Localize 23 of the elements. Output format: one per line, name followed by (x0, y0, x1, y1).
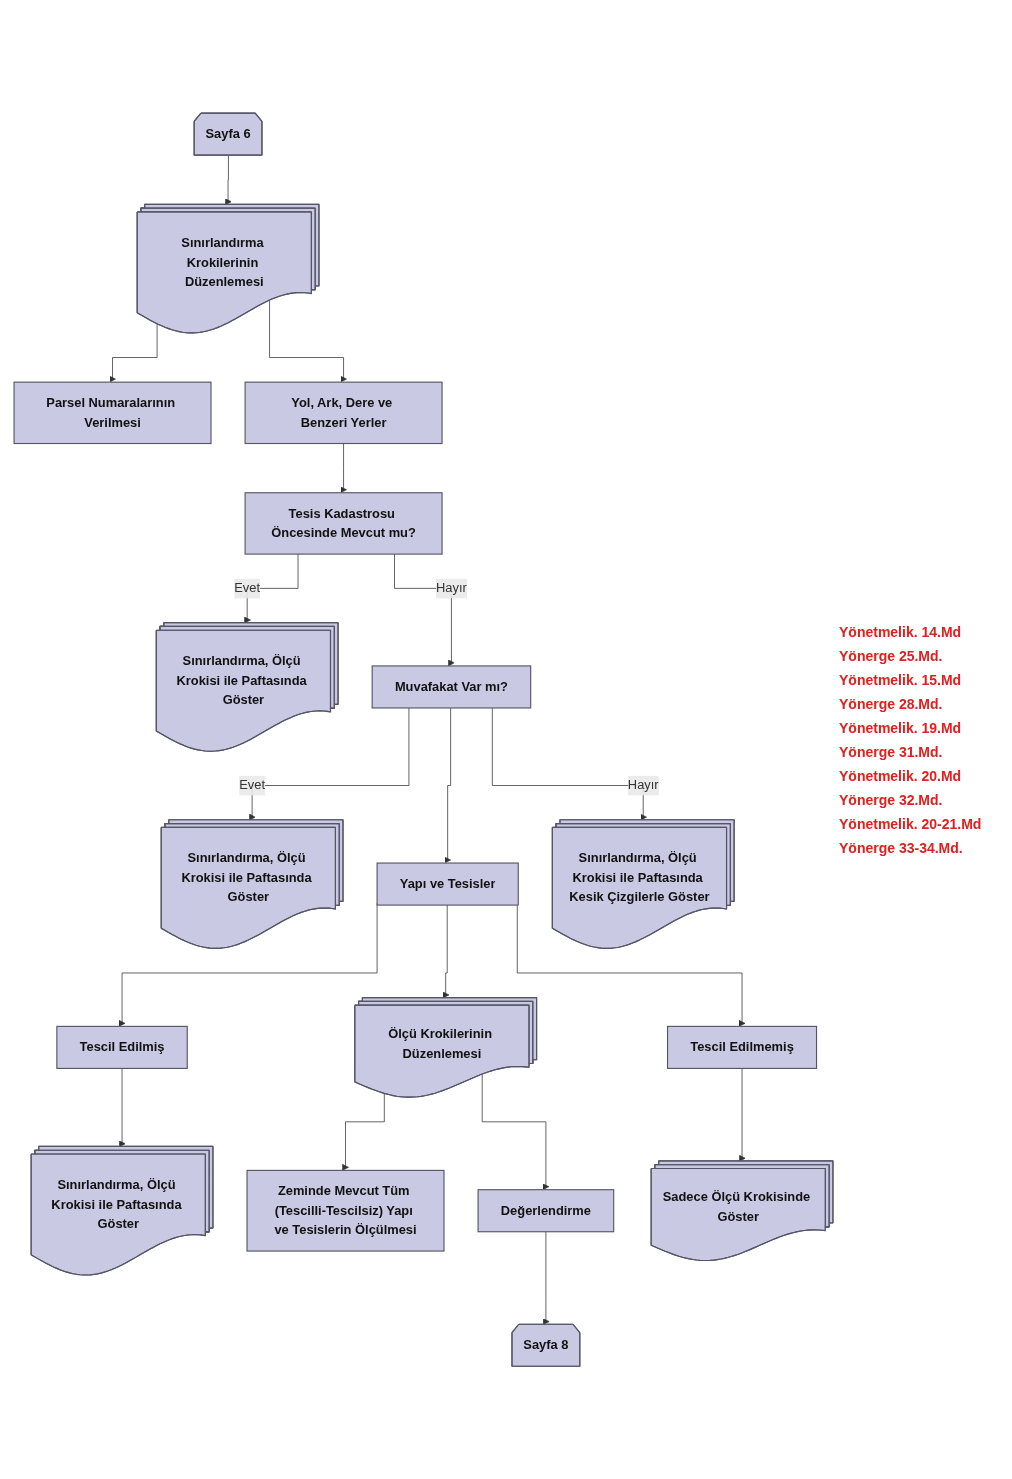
edge-label: Hayır (436, 580, 467, 596)
node-box: Tescil Edilmiş (56, 1025, 188, 1069)
regulation-note: Yönetmelik. 19.Md (839, 719, 963, 736)
regulation-note: Yönerge 33-34.Md. (839, 839, 964, 856)
node-box: Yapı ve Tesisler (376, 862, 519, 906)
node-box: Yol, Ark, Dere ve Benzeri Yerler (244, 381, 443, 444)
regulation-note: Yönerge 25.Md. (839, 647, 944, 664)
node-box: Parsel Numaralarının Verilmesi (13, 381, 212, 444)
node-box: Değerlendirme (477, 1188, 615, 1233)
edge-label: Hayır (627, 777, 659, 793)
edge-label: Evet (239, 777, 265, 793)
regulation-note: Yönerge 28.Md. (839, 695, 944, 712)
node-box: Zeminde Mevcut Tüm (Tescilli-Tescilsiz) Yapı ve Tesislerin Ölçülmesi (246, 1169, 445, 1252)
node-box: Tesis Kadastrosu Öncesinde Mevcut mu? (244, 492, 443, 555)
regulation-note: Yönetmelik. 14.Md (839, 623, 963, 640)
regulation-note: Yönerge 31.Md. (839, 743, 944, 760)
regulation-note: Yönetmelik. 15.Md (839, 671, 963, 688)
edge-label: Evet (234, 580, 261, 596)
node-box: Muvafakat Var mı? (371, 665, 532, 709)
node-box: Tescil Edilmemiş (666, 1025, 818, 1069)
regulation-note: Yönetmelik. 20.Md (839, 767, 963, 784)
regulation-note: Yönerge 32.Md. (839, 791, 944, 808)
regulation-note: Yönetmelik. 20-21.Md (839, 815, 983, 832)
